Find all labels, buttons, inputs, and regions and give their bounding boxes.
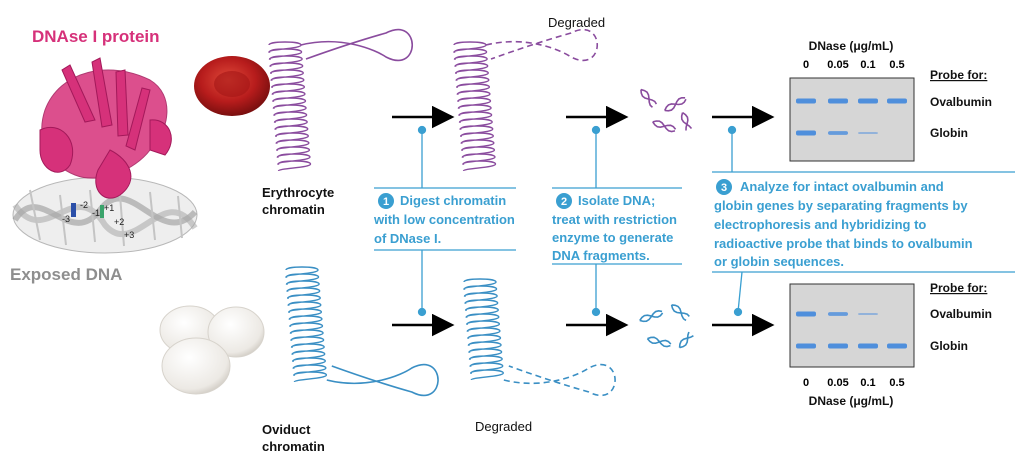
gel-bottom-conc-0: 0 (803, 377, 809, 389)
step-1-line-3: of DNase I. (374, 231, 441, 246)
gel-top-band-ovalbumin (796, 98, 816, 104)
svg-text:+3: +3 (124, 230, 134, 240)
gel-bottom-conc-3: 0.5 (889, 377, 904, 389)
gel-bottom-band-ovalbumin (828, 312, 848, 316)
erythrocyte-coil-intact (268, 28, 414, 172)
gel-top-band-ovalbumin (887, 98, 907, 104)
gel-top-conc-0: 0 (803, 59, 809, 71)
eggs-icon (159, 305, 265, 395)
fragment-bottom (639, 310, 664, 323)
gel-top-band-globin (858, 132, 878, 134)
step-2-line-1: Isolate DNA; (578, 193, 655, 208)
fragment-top (664, 96, 687, 112)
gel-top-row-globin: Globin (930, 126, 968, 140)
exposed-dna-label: Exposed DNA (10, 265, 122, 284)
catalytic-residue-icon (71, 203, 76, 217)
gel-top-band-globin (828, 131, 848, 135)
svg-text:-2: -2 (80, 200, 88, 210)
gel-bottom-probe-header: Probe for: (930, 281, 987, 295)
gel-bottom-conc-2: 0.1 (860, 377, 875, 389)
catalytic-residue-icon (100, 205, 104, 218)
fragment-top (680, 111, 693, 131)
red-blood-cell-icon (194, 56, 270, 116)
erythrocyte-label-1: Erythrocyte (262, 185, 334, 200)
gel-bottom-bands (796, 311, 907, 349)
gel-top-row-ovalbumin: Ovalbumin (930, 95, 992, 109)
process-arrows (392, 105, 775, 337)
step-2-line-3: enzyme to generate (552, 230, 673, 245)
erythrocyte-coil-degraded (453, 28, 599, 172)
gel-bottom-conc-1: 0.05 (827, 377, 848, 389)
oviduct-label-1: Oviduct (262, 422, 311, 437)
gel-top-conc-1: 0.05 (827, 59, 848, 71)
gel-bottom-band-globin (887, 343, 907, 349)
svg-text:-3: -3 (62, 214, 70, 224)
gel-top-conc-3: 0.5 (889, 59, 904, 71)
dnase-protein-ribbon (39, 57, 172, 199)
gel-top-panel (789, 77, 915, 162)
gel-top-bands (796, 98, 907, 136)
fragment-bottom (678, 331, 694, 349)
gel-top-band-ovalbumin (858, 98, 878, 104)
protein-title: DNAse I protein (32, 27, 160, 46)
step-3-line-4: radioactive probe that binds to ovalbumi… (714, 236, 973, 251)
gel-top-axis-title: DNase (μg/mL) (809, 39, 894, 53)
step-3-callout: 3 Analyze for intact ovalbumin and globi… (714, 179, 973, 269)
gel-bottom-band-globin (828, 343, 848, 349)
gel-bottom: Probe for: Ovalbumin Globin 0 0.05 0.1 0… (789, 281, 992, 408)
gel-top: DNase (μg/mL) 0 0.05 0.1 0.5 Probe for: … (789, 39, 992, 162)
step-3-line-1: Analyze for intact ovalbumin and (740, 179, 944, 194)
svg-text:+2: +2 (114, 217, 124, 227)
step-connectors (374, 125, 1015, 317)
step-3-line-5: or globin sequences. (714, 254, 844, 269)
step-1-line-2: with low concentration (373, 212, 515, 227)
fragment-top (652, 120, 677, 133)
fragment-bottom (670, 304, 690, 322)
gel-top-band-globin (796, 130, 816, 136)
gel-bottom-band-ovalbumin (858, 313, 878, 315)
step-3-number: 3 (721, 182, 727, 194)
svg-text:+1: +1 (104, 203, 114, 213)
step-1-line-1: Digest chromatin (400, 193, 506, 208)
step-2-number: 2 (561, 196, 567, 208)
gel-bottom-axis-title: DNase (μg/mL) (809, 394, 894, 408)
step-2-line-4: DNA fragments. (552, 248, 650, 263)
gel-top-probe-header: Probe for: (930, 68, 987, 82)
oviduct-coil-degraded (463, 278, 616, 397)
dna-fragments (639, 88, 694, 349)
step-2-line-2: treat with restriction (552, 212, 677, 227)
dna-helix-illustration (12, 176, 198, 254)
step-1-number: 1 (383, 196, 389, 208)
gel-bottom-band-globin (796, 343, 816, 349)
svg-text:-1: -1 (92, 208, 100, 218)
erythrocyte-label-2: chromatin (262, 202, 325, 217)
gel-bottom-row-ovalbumin: Ovalbumin (930, 307, 992, 321)
gel-top-conc-2: 0.1 (860, 59, 875, 71)
gel-bottom-band-ovalbumin (796, 311, 816, 317)
gel-bottom-band-globin (858, 343, 878, 349)
degraded-label-bottom: Degraded (475, 419, 532, 434)
degraded-label-top: Degraded (548, 15, 605, 30)
gel-top-band-ovalbumin (828, 98, 848, 104)
fragment-bottom (646, 336, 672, 348)
step-1-callout: 1 Digest chromatin with low concentratio… (373, 193, 515, 246)
position-markers: -3 -2 -1 +1 +2 +3 (62, 200, 134, 240)
oviduct-label-2: chromatin (262, 439, 325, 454)
step-2-callout: 2 Isolate DNA; treat with restriction en… (552, 193, 677, 263)
fragment-top (640, 88, 658, 108)
oviduct-coil-intact (285, 266, 439, 397)
step-3-line-3: electrophoresis and hybridizing to (714, 217, 926, 232)
chromatin-coils (268, 28, 616, 397)
gel-bottom-row-globin: Globin (930, 339, 968, 353)
step-3-line-2: globin genes by separating fragments by (714, 198, 968, 213)
gel-bottom-panel (789, 283, 915, 368)
